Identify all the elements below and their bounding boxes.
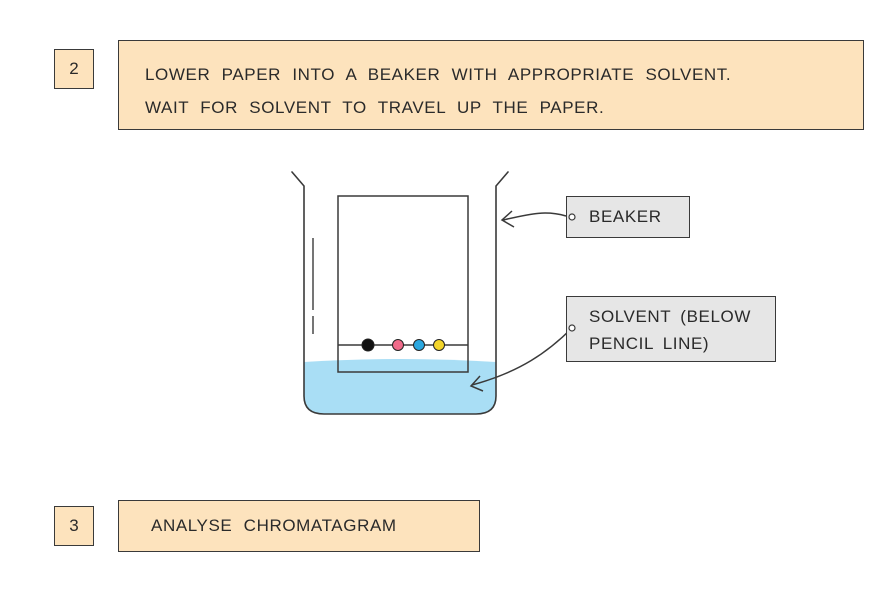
solvent-arrow: [471, 327, 573, 386]
step-2-line-2: WAIT FOR SOLVENT TO TRAVEL UP THE PAPER.: [145, 98, 605, 117]
beaker-arrow: [502, 212, 567, 221]
step-2-line-1: LOWER PAPER INTO A BEAKER WITH APPROPRIA…: [145, 65, 732, 84]
solvent-label: SOLVENT (BELOW PENCIL LINE): [566, 296, 776, 362]
ink-dot-black: [361, 338, 375, 352]
solvent-liquid: [304, 359, 496, 414]
solvent-arrowhead: [469, 375, 484, 392]
ink-dot-blue: [413, 339, 425, 351]
chromatography-paper: [337, 195, 469, 373]
step-3-instruction: ANALYSE CHROMATAGRAM: [118, 500, 480, 552]
solvent-label-line-2: PENCIL LINE): [589, 334, 710, 353]
step-2-number: 2: [54, 49, 94, 89]
beaker-outline: [291, 171, 509, 415]
step-3-number: 3: [54, 506, 94, 546]
ink-dot-yellow: [433, 339, 445, 351]
beaker-arrowhead: [500, 210, 515, 228]
step-2-instruction: LOWER PAPER INTO A BEAKER WITH APPROPRIA…: [118, 40, 864, 130]
step-3-line-1: ANALYSE CHROMATAGRAM: [151, 516, 397, 535]
beaker-label: BEAKER: [566, 196, 690, 238]
ink-dot-pink: [392, 339, 404, 351]
solvent-label-line-1: SOLVENT (BELOW: [589, 307, 751, 326]
